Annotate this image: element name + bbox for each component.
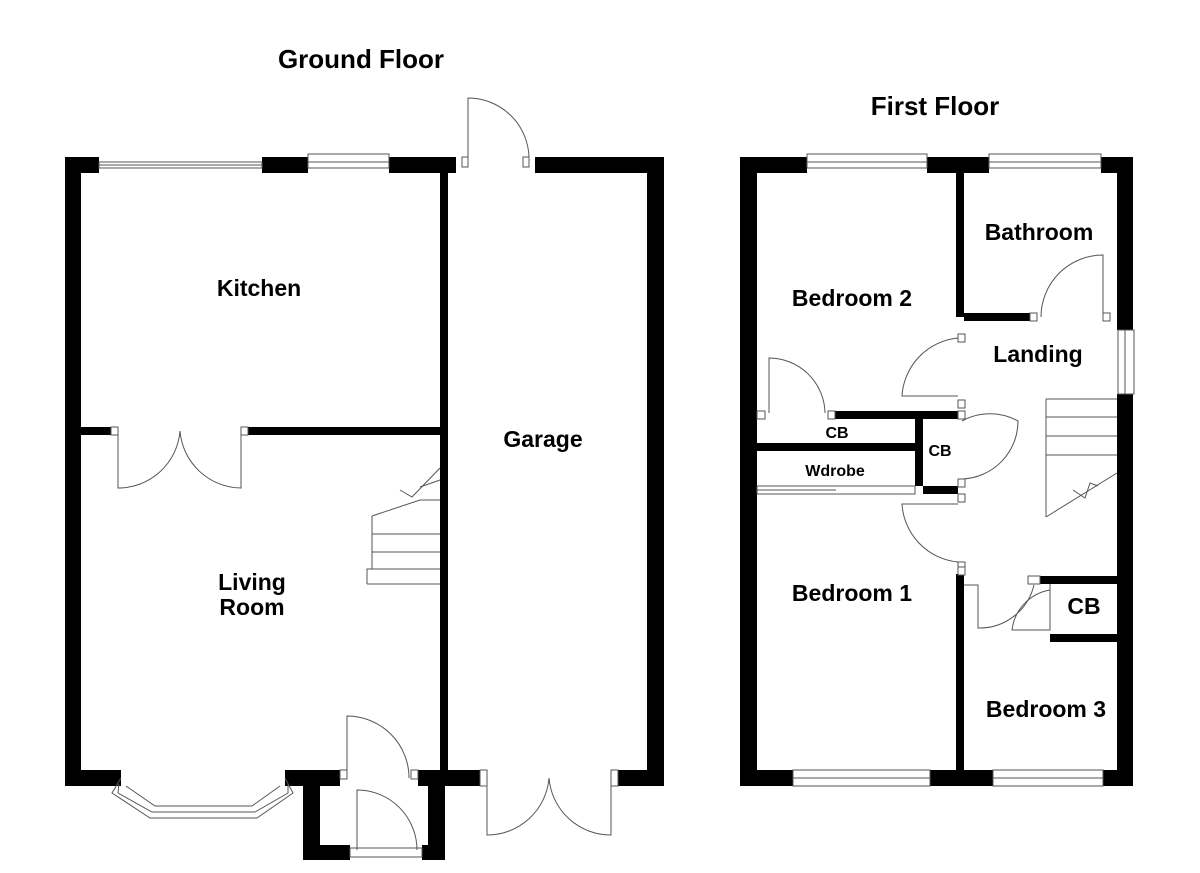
room-label-bathroom: Bathroom (985, 219, 1094, 245)
room-label-cb-bedroom2: CB (825, 425, 848, 442)
first-floor-stairs (1045, 398, 1118, 518)
ground-floor-stairs (366, 467, 441, 585)
room-label-landing: Landing (993, 341, 1082, 367)
room-label-bedroom-3: Bedroom 3 (986, 696, 1106, 722)
room-label-cb-bedroom3: CB (1067, 593, 1100, 619)
room-label-wardrobe: Wdrobe (805, 463, 865, 480)
room-label-kitchen: Kitchen (217, 275, 301, 301)
room-label-bedroom-1: Bedroom 1 (792, 580, 912, 606)
ground-floor-title: Ground Floor (278, 44, 444, 74)
first-floor-doors (756, 254, 1111, 631)
room-label-living-line2: Room (219, 594, 284, 620)
ground-floor-doors (110, 97, 619, 851)
first-floor-walls (740, 157, 1133, 786)
room-label-cb-central: CB (928, 443, 951, 460)
room-label-bedroom-2: Bedroom 2 (792, 285, 912, 311)
first-floor-title: First Floor (871, 91, 1000, 121)
first-floor-windows (756, 153, 1135, 787)
ground-floor-walls (65, 157, 664, 860)
room-label-living-line1: Living (218, 569, 286, 595)
room-label-garage: Garage (503, 426, 582, 452)
ground-floor: Ground Floor (65, 44, 664, 860)
ground-floor-windows (98, 153, 423, 858)
first-floor: First Floor (740, 91, 1135, 787)
